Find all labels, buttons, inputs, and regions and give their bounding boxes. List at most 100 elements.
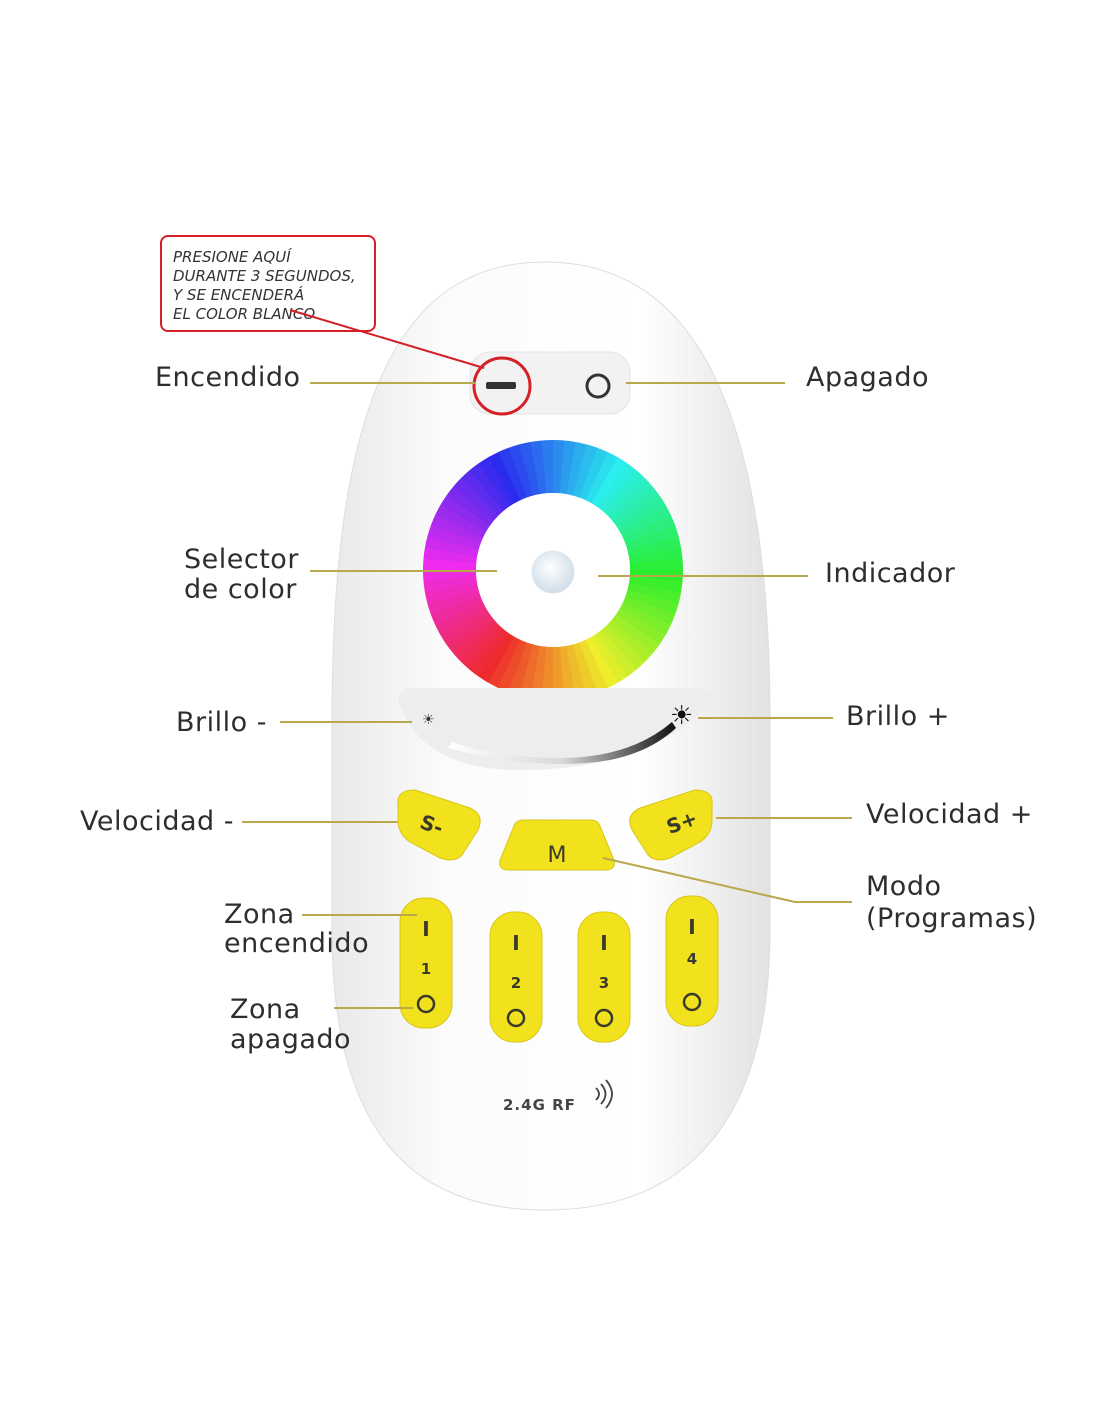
wheel-segment	[440, 494, 491, 532]
zone-button-body	[577, 911, 631, 1043]
wheel-segment	[607, 619, 653, 663]
wheel-segment	[585, 452, 619, 504]
mode-label: M	[548, 843, 567, 868]
wheel-segment	[427, 589, 481, 615]
speed-minus-button[interactable]: S-	[397, 789, 481, 861]
wheel-segment	[627, 583, 682, 605]
wheel-segment	[572, 444, 598, 498]
zone-button-1[interactable]: I1	[399, 897, 453, 1029]
zone-number-label: 4	[687, 950, 697, 968]
wheel-segment	[615, 608, 666, 646]
label-modo-line1: Modo	[866, 871, 941, 902]
wheel-segment	[498, 447, 527, 501]
note-pointer	[289, 309, 485, 369]
label-zona-apagado-line1: Zona	[230, 994, 301, 1025]
wheel-segment	[566, 441, 588, 496]
wheel-segment	[423, 546, 478, 564]
zone-button-4[interactable]: I4	[665, 895, 719, 1027]
wheel-segment	[477, 632, 515, 683]
note-line-1: PRESIONE AQUÍ	[173, 247, 292, 266]
wheel-segment	[566, 644, 587, 699]
wheel-segment	[423, 576, 478, 593]
wheel-segment	[530, 440, 547, 495]
zone-on-label: I	[688, 915, 695, 939]
instruction-note: PRESIONE AQUÍ DURANTE 3 SEGUNDOS, Y SE E…	[160, 235, 485, 369]
label-zona-encendido-line2: encendido	[224, 928, 369, 959]
zone-button-2[interactable]: I2	[489, 911, 543, 1043]
wheel-segment	[430, 596, 484, 625]
zone-on-label: I	[422, 917, 429, 941]
zone-number-label: 1	[421, 960, 431, 978]
zone-on-label: I	[600, 931, 607, 955]
speed-plus-button[interactable]: S+	[629, 789, 713, 861]
zone-number-label: 3	[599, 974, 609, 992]
wheel-segment	[596, 628, 637, 677]
wheel-segment	[508, 642, 534, 696]
brightness-panel: ☀ ☀	[398, 687, 714, 770]
wheel-segment	[541, 646, 553, 700]
label-velocidad-minus: Velocidad -	[80, 806, 234, 837]
rf-logo: 2.4G RF	[503, 1079, 613, 1114]
zone-button-3[interactable]: I3	[577, 911, 631, 1043]
wheel-segment	[424, 583, 479, 604]
wheel-segment	[478, 457, 515, 507]
wheel-segment	[440, 608, 490, 645]
label-brillo-plus: Brillo +	[846, 701, 950, 732]
wheel-segment	[625, 525, 679, 551]
brightness-slider[interactable]	[448, 722, 676, 764]
label-selector-line1: Selector	[184, 544, 299, 575]
on-button[interactable]	[486, 382, 516, 389]
wheel-segment	[602, 470, 646, 516]
label-apagado: Apagado	[806, 362, 929, 393]
wheel-segment	[453, 619, 499, 662]
wheel-segment	[572, 642, 598, 696]
wheel-segment	[434, 602, 487, 635]
wheel-segment	[508, 444, 534, 498]
wheel-segment	[427, 525, 481, 551]
sun-small-icon[interactable]: ☀	[422, 712, 435, 728]
zone-off-icon	[506, 1008, 526, 1028]
off-button[interactable]	[585, 373, 611, 399]
signal-icon	[595, 1079, 613, 1109]
wheel-segment	[627, 536, 682, 557]
sun-large-icon[interactable]: ☀	[670, 701, 693, 731]
label-indicador: Indicador	[825, 558, 956, 589]
wheel-segment	[602, 624, 645, 670]
wheel-segment	[487, 636, 521, 688]
wheel-segment	[579, 639, 608, 693]
wheel-segment	[461, 470, 504, 516]
wheel-segment	[629, 558, 683, 571]
wheel-segment	[488, 451, 521, 504]
wheel-segment	[497, 639, 527, 693]
rf-text: 2.4G RF	[503, 1096, 576, 1114]
wheel-segment	[446, 486, 495, 526]
label-velocidad-plus: Velocidad +	[866, 799, 1033, 830]
wheel-segment	[628, 547, 683, 564]
wheel-segment	[552, 646, 565, 701]
wheel-segment	[559, 440, 577, 495]
wheel-segment	[460, 624, 504, 670]
zone-number-label: 2	[511, 974, 521, 992]
zone-off-icon	[594, 1008, 614, 1028]
wheel-segment	[625, 589, 679, 615]
wheel-segment	[541, 440, 554, 494]
wheel-segment	[622, 515, 676, 544]
zone-on-label: I	[512, 931, 519, 955]
wheel-segment	[423, 558, 477, 570]
wheel-segment	[611, 614, 660, 654]
minus-icon	[486, 382, 516, 389]
wheel-segment	[553, 440, 565, 494]
wheel-segment	[519, 441, 540, 496]
wheel-segment	[611, 486, 660, 527]
color-wheel[interactable]	[423, 440, 683, 701]
wheel-segment	[622, 596, 676, 626]
wheel-segment	[585, 636, 618, 689]
note-line-4: EL COLOR BLANCO	[173, 305, 315, 323]
wheel-segment	[446, 613, 495, 654]
leader-lines	[242, 382, 852, 1009]
mode-button[interactable]: M	[499, 819, 615, 871]
wheel-segment	[435, 504, 487, 538]
note-line-2: DURANTE 3 SEGUNDOS,	[173, 267, 356, 285]
wheel-segment	[616, 495, 666, 532]
